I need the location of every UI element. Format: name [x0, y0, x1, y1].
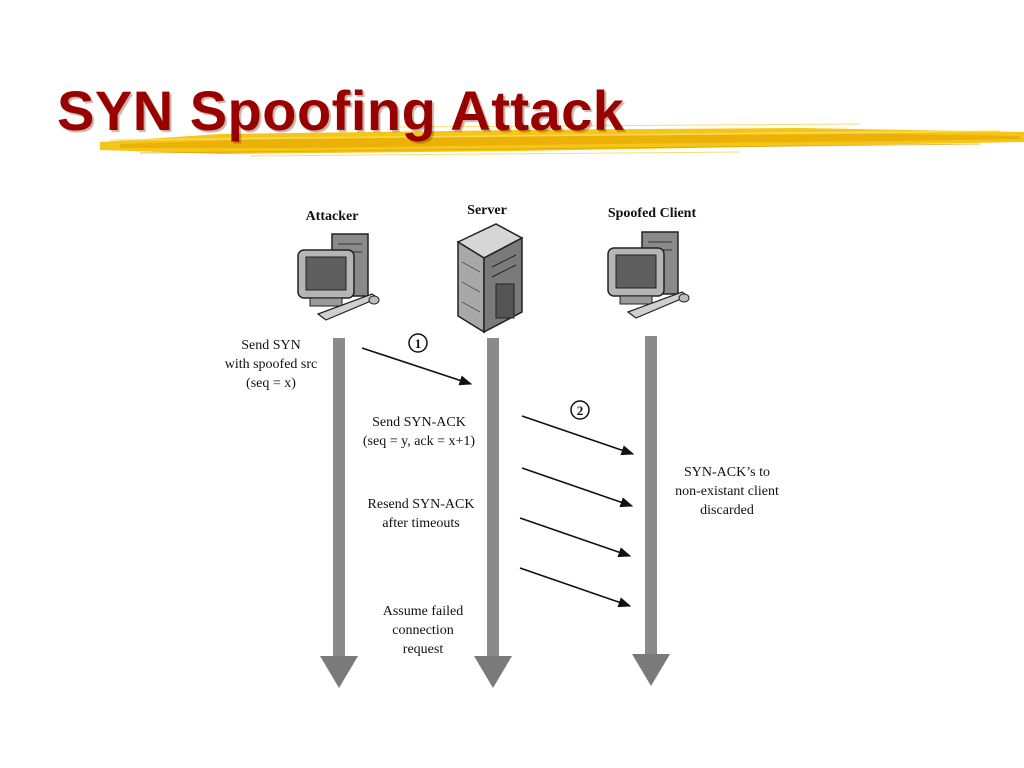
slide-title: SYN Spoofing Attack [57, 79, 625, 142]
server-tower-icon [456, 223, 524, 334]
svg-text:Assume failed: Assume failed [383, 604, 463, 619]
svg-text:(seq = y, ack = x+1): (seq = y, ack = x+1) [363, 434, 476, 449]
participant-attacker-label: Attacker [306, 209, 359, 224]
svg-text:discarded: discarded [700, 503, 754, 518]
arrow-synack-resend [521, 467, 634, 508]
annotation-assume-failed: Assume failed connection request [383, 604, 463, 657]
svg-text:connection: connection [392, 623, 453, 638]
step-marker-2: 2 [570, 400, 590, 420]
title-underline [100, 123, 1024, 157]
annotation-send-syn: Send SYN with spoofed src (seq = x) [225, 338, 318, 391]
svg-text:2: 2 [577, 403, 584, 418]
svg-text:(seq = x): (seq = x) [246, 376, 296, 391]
svg-text:Send SYN-ACK: Send SYN-ACK [372, 415, 466, 430]
step-marker-1: 1 [408, 333, 428, 353]
svg-text:1: 1 [415, 336, 422, 351]
arrow-synack-to-client [521, 415, 635, 456]
lifeline-attacker [320, 338, 358, 688]
annotation-discarded: SYN-ACK’s to non-existant client discard… [675, 465, 779, 518]
arrow-synack-resend [519, 567, 632, 608]
lifeline-server [474, 338, 512, 688]
svg-text:after timeouts: after timeouts [382, 516, 459, 531]
desktop-computer-icon [607, 231, 690, 319]
svg-text:SYN-ACK’s to: SYN-ACK’s to [684, 465, 770, 480]
annotation-send-synack: Send SYN-ACK (seq = y, ack = x+1) [363, 415, 476, 449]
annotation-resend-synack: Resend SYN-ACK after timeouts [368, 497, 475, 531]
participant-spoofed-client-label: Spoofed Client [608, 206, 697, 221]
svg-text:with spoofed src: with spoofed src [225, 357, 318, 372]
svg-text:Send SYN: Send SYN [241, 338, 301, 353]
lifeline-spoofed-client [632, 336, 670, 686]
arrow-syn-to-server [361, 347, 473, 386]
participant-server-label: Server [467, 203, 507, 218]
arrow-synack-resend [519, 517, 632, 558]
svg-text:Resend SYN-ACK: Resend SYN-ACK [368, 497, 475, 512]
desktop-computer-icon [297, 233, 380, 321]
svg-text:non-existant client: non-existant client [675, 484, 779, 499]
svg-text:request: request [403, 642, 444, 657]
